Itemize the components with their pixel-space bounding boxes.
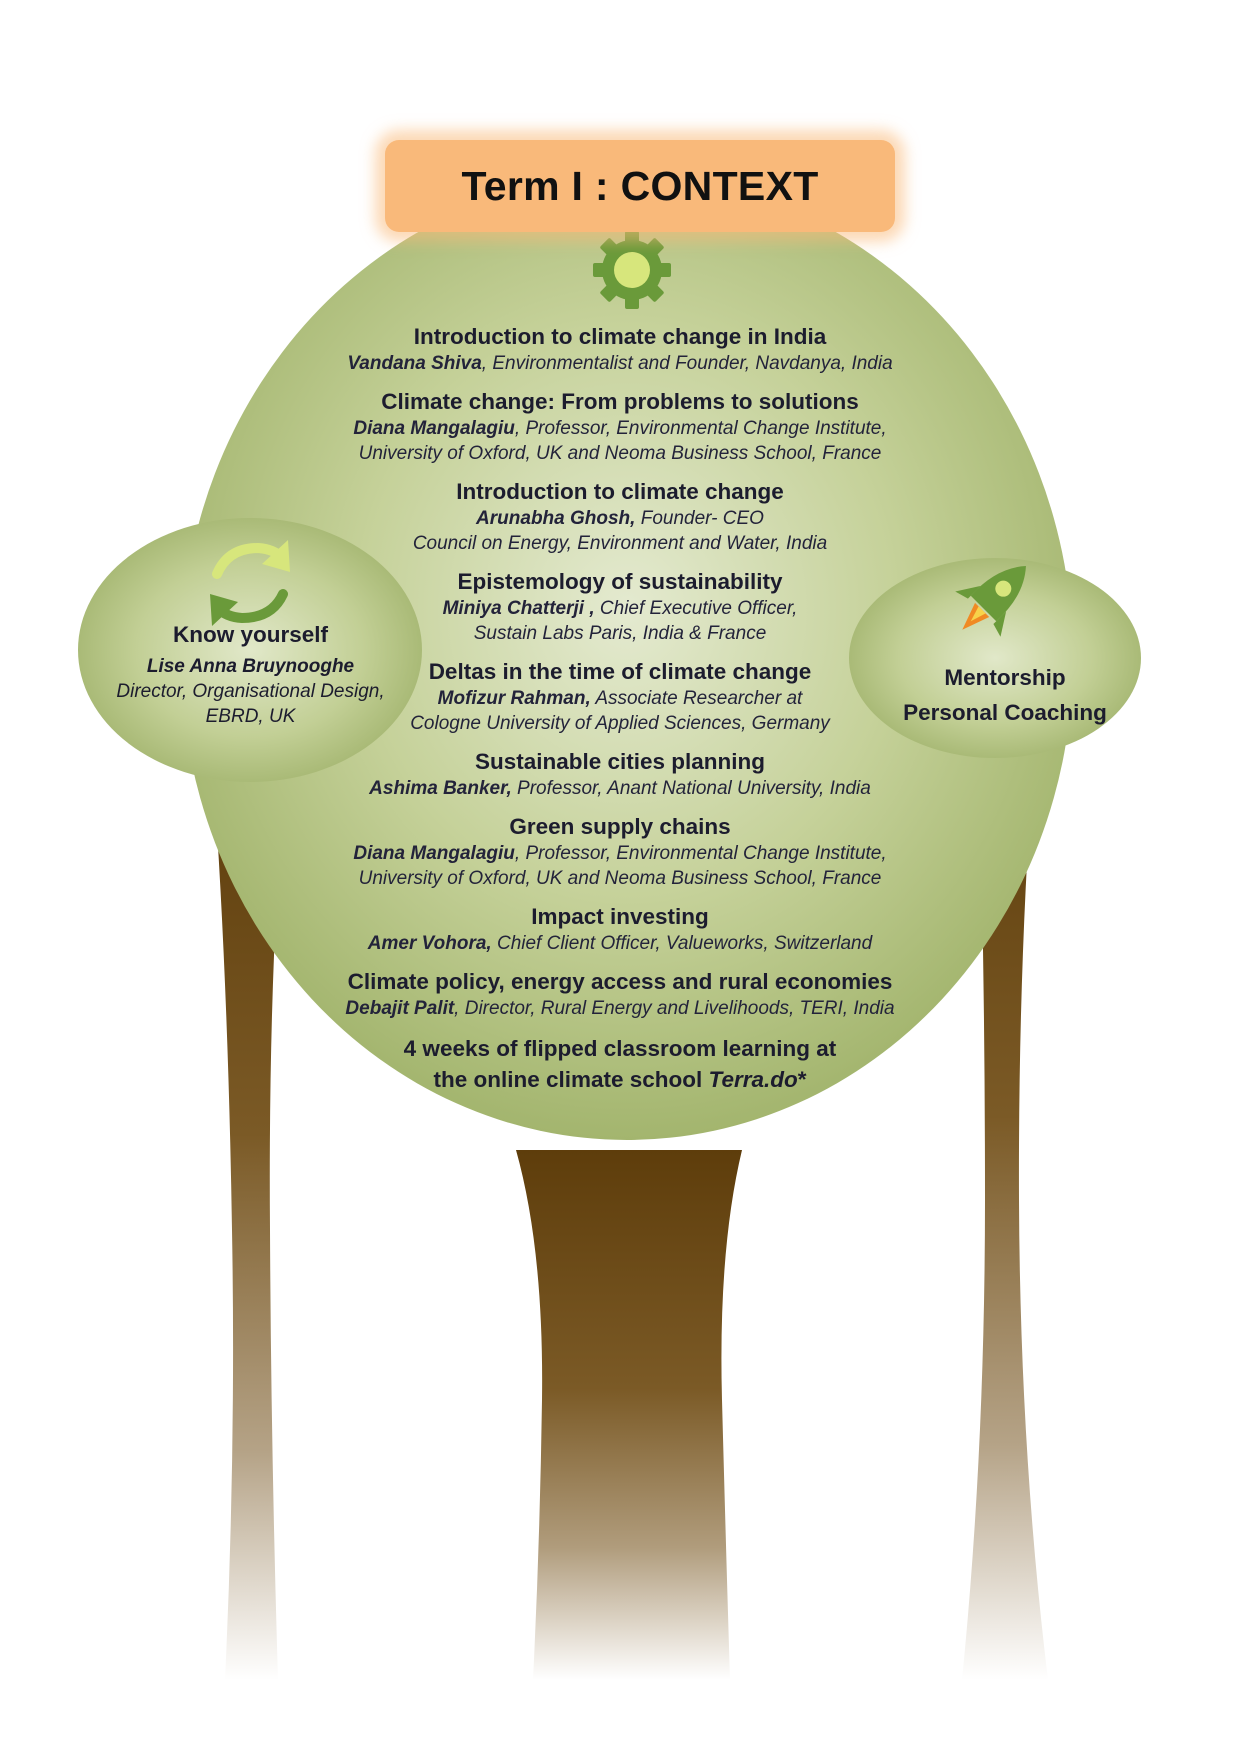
left-canopy: [78, 518, 422, 782]
topic-title: Deltas in the time of climate change: [428, 659, 812, 684]
gear-icon: [593, 231, 671, 309]
topic-speaker-line: Diana Mangalagiu, Professor, Environment…: [353, 418, 887, 439]
topic-speaker-line: Debajit Palit, Director, Rural Energy an…: [345, 998, 895, 1019]
speaker-role: Council on Energy, Environment and Water…: [412, 533, 828, 554]
topic-speaker-line: Vandana Shiva, Environmentalist and Foun…: [347, 353, 893, 374]
mentorship-section: Mentorship Personal Coaching: [880, 660, 1130, 730]
topic-speaker-line: Miniya Chatterji , Chief Executive Offic…: [310, 596, 930, 621]
speaker-name: Amer Vohora,: [367, 933, 492, 954]
speaker-role: Director, Rural Energy and Livelihoods, …: [464, 998, 895, 1019]
speaker-role: Chief Executive Officer,: [599, 598, 798, 619]
know-yourself-desc-1: Director, Organisational Design,: [116, 681, 385, 702]
speaker-role: Cologne University of Applied Sciences, …: [410, 713, 830, 734]
know-yourself-speaker: Lise Anna Bruynooghe: [146, 656, 355, 677]
speaker-role: Founder- CEO: [640, 508, 764, 529]
right-trunk: [962, 740, 1048, 1680]
topic-title: Sustainable cities planning: [474, 749, 766, 774]
left-trunk: [213, 770, 285, 1680]
topic-speaker-line: Sustain Labs Paris, India & France: [310, 621, 930, 646]
speaker-role: Associate Researcher at: [595, 688, 803, 709]
speaker-name: Mofizur Rahman,: [437, 688, 591, 709]
speaker-name: Arunabha Ghosh,: [476, 508, 636, 529]
topic-title: Climate change: From problems to solutio…: [381, 389, 859, 414]
topic-title: Green supply chains: [509, 814, 731, 839]
right-canopy: [849, 558, 1141, 758]
speaker-role: Professor, Environmental Change Institut…: [525, 418, 887, 439]
speaker-role: Professor, Anant National University, In…: [517, 778, 871, 799]
topic-speaker-line: Council on Energy, Environment and Water…: [310, 531, 930, 556]
speaker-name: Diana Mangalagiu: [353, 418, 515, 439]
topic-title: Impact investing: [531, 904, 709, 929]
speaker-name: Ashima Banker,: [369, 778, 512, 799]
know-yourself-section: Know yourself Lise Anna Bruynooghe Direc…: [88, 620, 413, 729]
topic-speaker-line: Ashima Banker, Professor, Anant National…: [310, 776, 930, 801]
topic-speaker-line: University of Oxford, UK and Neoma Busin…: [310, 441, 930, 466]
speaker-role: University of Oxford, UK and Neoma Busin…: [358, 443, 882, 464]
topic-item: Climate policy, energy access and rural …: [310, 968, 930, 1021]
know-yourself-title: Know yourself: [172, 622, 329, 647]
topic-speaker-line: University of Oxford, UK and Neoma Busin…: [310, 866, 930, 891]
topic-speaker-line: Mofizur Rahman, Associate Researcher at: [310, 686, 930, 711]
speaker-name: Diana Mangalagiu: [353, 843, 515, 864]
topic-speaker-line: Diana Mangalagiu, Professor, Environment…: [353, 843, 887, 864]
closing-line-1: 4 weeks of flipped classroom learning at: [403, 1036, 837, 1061]
speaker-name: Miniya Chatterji ,: [442, 598, 595, 619]
speaker-role: Professor, Environmental Change Institut…: [525, 843, 887, 864]
closing-note: 4 weeks of flipped classroom learning at…: [310, 1033, 930, 1095]
topic-speaker-line: Cologne University of Applied Sciences, …: [310, 711, 930, 736]
speaker-name: Debajit Palit: [345, 998, 455, 1019]
main-canopy: [181, 176, 1073, 1140]
closing-line-2: the online climate school Terra.do*: [433, 1067, 807, 1092]
refresh-cycle-icon: [210, 540, 290, 626]
term-title: Term I : CONTEXT: [461, 162, 819, 209]
topic-speaker-line: Amer Vohora, Chief Client Officer, Value…: [310, 931, 930, 956]
personal-coaching-label: Personal Coaching: [903, 700, 1107, 725]
speaker-role: Environmentalist and Founder, Navdanya, …: [492, 353, 893, 374]
speaker-name: Vandana Shiva: [347, 353, 482, 374]
topic-title: Epistemology of sustainability: [457, 569, 783, 594]
rocket-icon: [955, 566, 1026, 637]
term-title-banner: Term I : CONTEXT: [385, 140, 895, 232]
speaker-role: Chief Client Officer, Valueworks, Switze…: [496, 933, 873, 954]
mentorship-label: Mentorship: [944, 665, 1066, 690]
speaker-role: University of Oxford, UK and Neoma Busin…: [358, 868, 882, 889]
speaker-role: Sustain Labs Paris, India & France: [473, 623, 767, 644]
topic-title: Climate policy, energy access and rural …: [347, 969, 893, 994]
know-yourself-desc-2: EBRD, UK: [205, 706, 296, 727]
topic-speaker-line: Arunabha Ghosh, Founder- CEO: [310, 506, 930, 531]
topic-title: Introduction to climate change: [456, 479, 784, 504]
terra-do-name: Terra.do: [708, 1067, 798, 1092]
topic-item: Climate change: From problems to solutio…: [310, 388, 930, 466]
topic-title: Introduction to climate change in India: [413, 324, 827, 349]
center-trunk: [516, 1150, 742, 1680]
